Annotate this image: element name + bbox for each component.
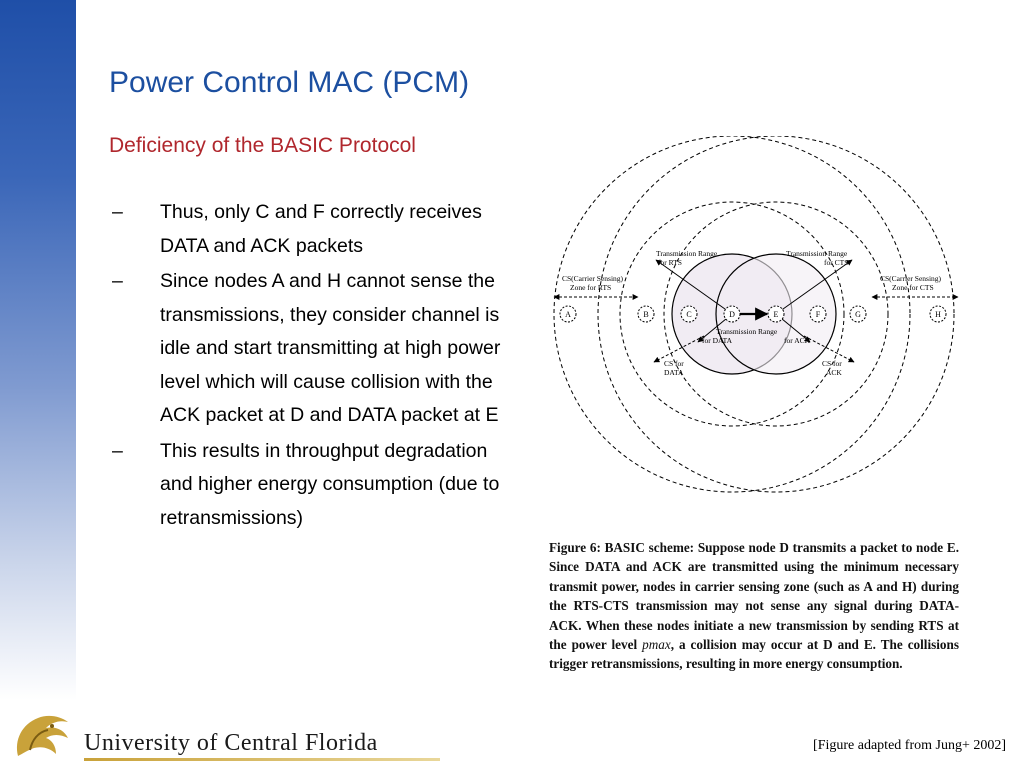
slide-subtitle: Deficiency of the BASIC Protocol <box>109 134 416 157</box>
svg-text:A: A <box>565 310 571 319</box>
svg-text:F: F <box>816 310 821 319</box>
figure-credit: [Figure adapted from Jung+ 2002] <box>813 738 1006 753</box>
bullet-item: – Since nodes A and H cannot sense the tr… <box>112 265 522 433</box>
node-h: H <box>929 305 947 323</box>
bullet-text: This results in throughput degradation a… <box>160 439 500 529</box>
cs-zone-cts-circle <box>597 136 955 493</box>
bullet-text: Thus, only C and F correctly receives DA… <box>160 201 482 257</box>
figure-caption: Figure 6: BASIC scheme: Suppose node D t… <box>549 538 959 674</box>
svg-text:C: C <box>686 310 691 319</box>
ucf-pegasus-logo-icon <box>16 715 68 756</box>
caption-text: Figure 6: BASIC scheme: Suppose node D t… <box>549 540 959 653</box>
bullet-dash: – <box>112 270 123 292</box>
node-e: E <box>767 305 785 323</box>
university-name: University of Central Florida <box>84 730 378 756</box>
sidebar-gradient <box>0 0 76 700</box>
node-g: G <box>849 305 867 323</box>
bullet-list: – Thus, only C and F correctly receives D… <box>112 196 522 537</box>
cs-ack-arrow <box>803 335 855 363</box>
node-a: A <box>559 305 577 323</box>
caption-text-end: , a collision may occur at D and E. The … <box>549 637 959 672</box>
label-cs-rts: CS(Carrier Sensing)Zone for RTS <box>562 274 624 292</box>
bullet-text: Since nodes A and H cannot sense the tra… <box>160 270 501 426</box>
label-tr-ack: for ACK <box>784 336 811 345</box>
bullet-dash: – <box>112 201 123 223</box>
footer-gold-line <box>84 758 440 761</box>
svg-text:E: E <box>774 310 779 319</box>
node-b: B <box>637 305 655 323</box>
svg-text:D: D <box>729 310 735 319</box>
tr-rts-circle <box>619 201 845 427</box>
bullet-dash: – <box>112 439 123 462</box>
bullet-item: – Thus, only C and F correctly receives D… <box>112 196 522 263</box>
svg-text:B: B <box>643 310 648 319</box>
bullet-item: – This results in throughput degradation … <box>112 435 522 536</box>
caption-pmax-symbol: pmax <box>642 637 671 653</box>
tr-rts-arrow <box>655 259 733 315</box>
svg-text:H: H <box>935 310 941 319</box>
slide-title: Power Control MAC (PCM) <box>109 66 470 99</box>
tr-cts-arrow <box>775 259 853 315</box>
tr-cts-circle <box>663 201 889 427</box>
cs-zone-rts-circle <box>553 136 911 493</box>
svg-text:G: G <box>855 310 861 319</box>
label-cs-cts: CS(Carrier Sensing)Zone for CTS <box>880 274 942 292</box>
node-f: F <box>809 305 827 323</box>
cs-data-arrow <box>653 335 705 363</box>
node-d: D <box>723 305 741 323</box>
node-c: C <box>680 305 698 323</box>
